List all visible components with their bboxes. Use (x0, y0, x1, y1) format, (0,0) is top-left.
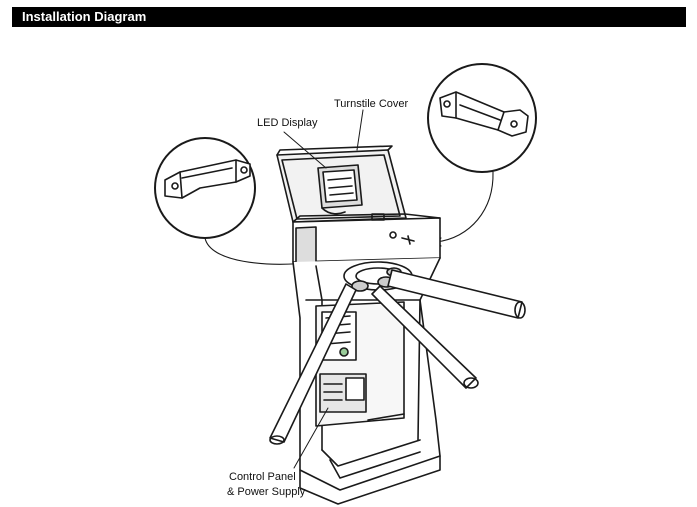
bracket-icon-left (164, 159, 251, 199)
bracket-detail-right (427, 63, 537, 173)
label-led-display: LED Display (257, 117, 318, 129)
led-display (317, 164, 363, 215)
header-bar: Installation Diagram (12, 7, 686, 27)
tripod-arm-right (387, 269, 526, 319)
label-turnstile-cover: Turnstile Cover (334, 98, 409, 110)
label-power-supply: & Power Supply (227, 486, 306, 498)
upper-housing (292, 213, 441, 267)
tripod-arm-down (371, 285, 479, 389)
bracket-detail-left (154, 137, 256, 239)
tripod-arm-left (269, 283, 357, 445)
label-control-panel: Control Panel (229, 471, 296, 483)
bracket-icon-right (439, 91, 529, 137)
page-title: Installation Diagram (22, 9, 147, 24)
control-panel-area (315, 301, 405, 427)
